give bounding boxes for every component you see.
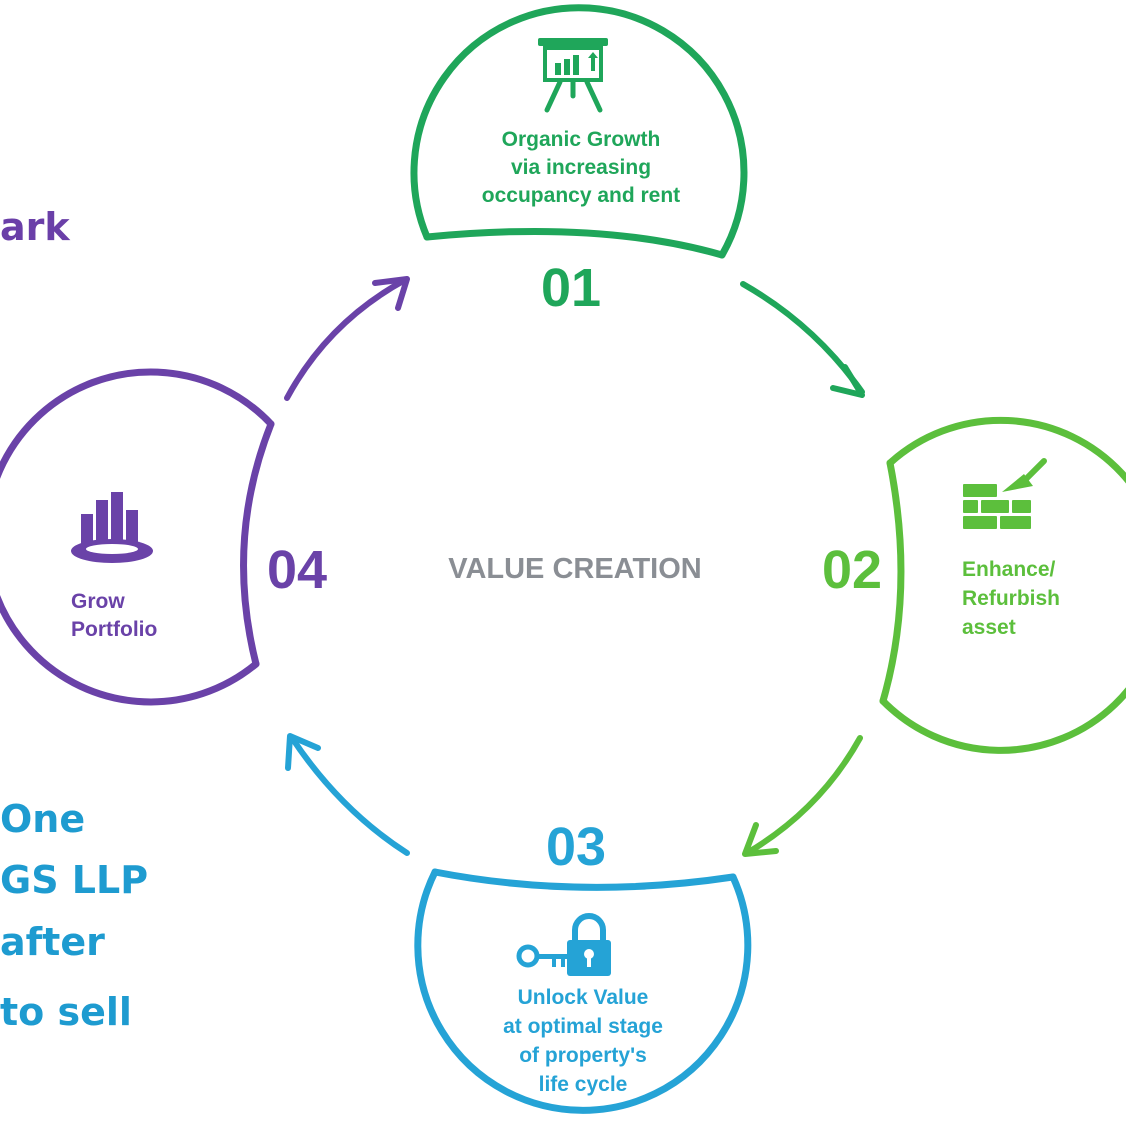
stage-03-label-line-3: of property's bbox=[519, 1044, 647, 1067]
stage-01-label-line-1: Organic Growth bbox=[502, 128, 661, 151]
stage-01-label-line-2: via increasing bbox=[511, 156, 651, 179]
stage-04-divider bbox=[240, 420, 275, 668]
stage-03-node: Unlock Value at optimal stage of propert… bbox=[414, 817, 752, 1114]
stage-04-label-line-1: Grow bbox=[71, 590, 125, 613]
side-text-line-3: after bbox=[0, 920, 105, 964]
arrow-02-to-03 bbox=[742, 735, 863, 857]
stage-02-label-line-2: Refurbish bbox=[962, 587, 1060, 610]
stage-04-label-line-2: Portfolio bbox=[71, 618, 157, 641]
chart-presentation-icon bbox=[538, 38, 608, 113]
stage-02-label-line-3: asset bbox=[962, 616, 1016, 639]
stage-02-node: Enhance/ Refurbish asset 02 bbox=[822, 416, 1126, 754]
stage-03-label-line-1: Unlock Value bbox=[518, 986, 649, 1009]
stage-03-divider bbox=[431, 868, 737, 891]
center-label: VALUE CREATION bbox=[448, 553, 701, 585]
stage-02-number: 02 bbox=[822, 540, 882, 600]
stage-04-circle bbox=[0, 368, 275, 706]
side-text-top: ark bbox=[0, 205, 70, 249]
side-text-line-1: One bbox=[0, 797, 86, 841]
side-text-line-4: to sell bbox=[0, 990, 132, 1034]
stage-02-circle bbox=[879, 416, 1126, 754]
side-text-line-2: GS LLP bbox=[0, 858, 149, 902]
buildings-icon bbox=[71, 492, 153, 563]
brick-wall-trowel-icon bbox=[963, 458, 1047, 529]
stage-03-label-line-4: life cycle bbox=[539, 1073, 628, 1096]
stage-01-circle bbox=[410, 4, 748, 259]
stage-03-number: 03 bbox=[546, 817, 606, 877]
arrow-04-to-01 bbox=[284, 276, 410, 401]
stage-01-node: Organic Growth via increasing occupancy … bbox=[410, 4, 748, 318]
stage-02-divider bbox=[879, 459, 905, 705]
stage-03-label-line-2: at optimal stage bbox=[503, 1015, 663, 1038]
stage-04-number: 04 bbox=[267, 540, 327, 600]
stage-02-label-line-1: Enhance/ bbox=[962, 558, 1056, 581]
stage-01-divider bbox=[423, 227, 726, 259]
arrow-01-to-02 bbox=[740, 281, 865, 398]
key-lock-icon bbox=[516, 913, 611, 976]
stage-04-node: Grow Portfolio 04 bbox=[0, 368, 327, 706]
stage-01-number: 01 bbox=[541, 258, 601, 318]
stage-01-label-line-3: occupancy and rent bbox=[482, 184, 680, 207]
arrow-03-to-04 bbox=[285, 733, 410, 856]
stage-03-circle bbox=[414, 868, 752, 1114]
